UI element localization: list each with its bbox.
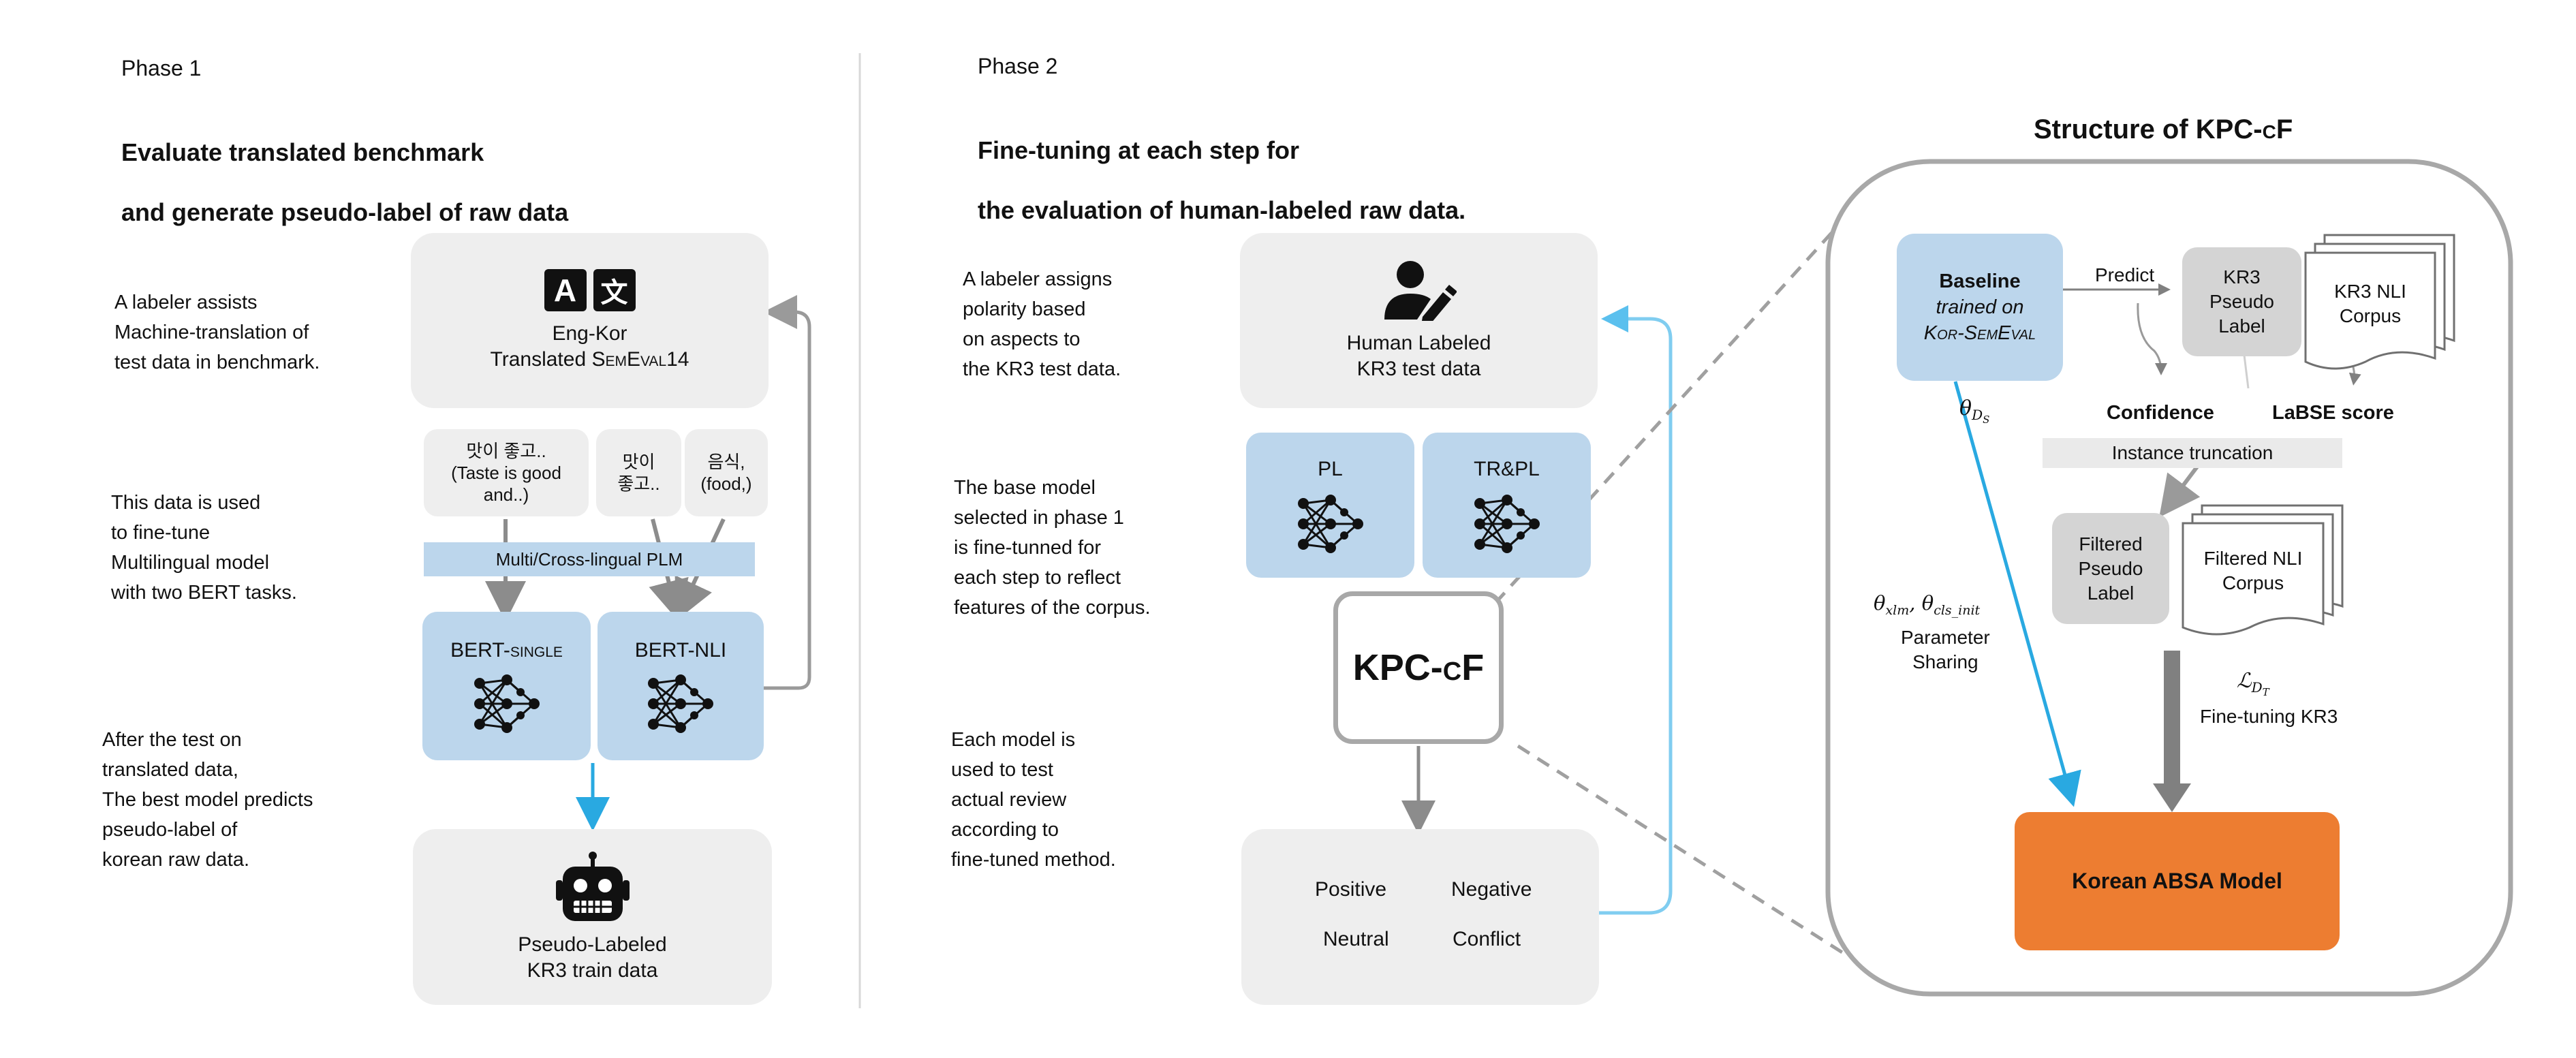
sample-3-text: 음식, (food,) — [700, 452, 752, 494]
sample-box-3: 음식, (food,) — [685, 429, 768, 516]
kpc-cf-label: KPC-cF — [1352, 647, 1485, 688]
arrow-results-loop — [1599, 305, 1673, 915]
phase1-heading-line1: Evaluate translated benchmark — [121, 138, 484, 166]
finetune-kr3-label: Fine-tuning KR3 — [2200, 706, 2338, 727]
pl-box: PL — [1246, 433, 1414, 578]
baseline-trained-on: trained on — [1936, 296, 2024, 318]
baseline-dataset: Kor-SemEval — [1923, 322, 2036, 344]
phase2-side-text-3: Each model is used to test actual review… — [951, 729, 1116, 871]
human-labeled-box: Human Labeled KR3 test data — [1240, 233, 1598, 408]
loss-label: ℒDT — [2237, 669, 2269, 698]
robot-icon — [555, 852, 630, 921]
theta-params-label: θxlm, θcls_init — [1874, 591, 1981, 618]
human-labeled-line1: Human Labeled — [1346, 331, 1491, 354]
korean-absa-model-box: Korean ABSA Model — [2015, 812, 2340, 950]
pseudo-labeled-line1: Pseudo-Labeled — [518, 933, 667, 956]
structure-title: Structure of KPC-cF — [2034, 114, 2293, 144]
bert-single-label: BERT-single — [450, 639, 563, 662]
translate-icon: A 文 — [544, 268, 636, 311]
baseline-box: Baseline trained on Kor-SemEval — [1897, 234, 2063, 381]
phase1-heading: Evaluate translated benchmark and genera… — [121, 108, 568, 258]
labse-label: LaBSE score — [2272, 402, 2394, 424]
kr3-nli-corpus: KR3 NLI Corpus — [2306, 253, 2435, 355]
pl-label: PL — [1318, 457, 1343, 480]
trpl-box: TR&PL — [1423, 433, 1591, 578]
arrow-parameter-sharing — [1953, 381, 2081, 807]
sample-box-2: 맛이 좋고.. — [596, 429, 681, 516]
filtered-pseudo-label-text: Filtered Pseudo Label — [2078, 533, 2143, 604]
phase2-side-text-1: A labeler assigns polarity based on aspe… — [963, 268, 1121, 380]
phase1-side-text-1: A labeler assists Machine-translation of… — [114, 292, 320, 373]
translation-line1: Eng-Kor — [552, 322, 627, 345]
phase2-label: Phase 2 — [978, 54, 1058, 78]
sample-2-text: 맛이 좋고.. — [617, 452, 660, 494]
neural-net-icon — [648, 674, 713, 733]
latin-a-glyph: A — [544, 268, 587, 311]
arrow-truncation-to-filtered — [2159, 465, 2201, 518]
phase2-heading: Fine-tuning at each step for the evaluat… — [978, 106, 1465, 255]
bert-single-box: BERT-single — [422, 612, 591, 760]
result-neutral: Neutral — [1323, 928, 1389, 950]
neural-net-icon — [474, 674, 540, 733]
phase1-label: Phase 1 — [121, 56, 202, 80]
parameter-sharing-label: Parameter Sharing — [1901, 627, 1990, 672]
plm-bar: Multi/Cross-lingual PLM — [424, 542, 755, 576]
result-conflict: Conflict — [1453, 928, 1521, 950]
neural-net-icon — [1297, 494, 1363, 553]
arrow-finetune-head — [2153, 783, 2191, 812]
filtered-nli-stack — [2182, 504, 2344, 636]
instance-truncation-bar: Instance truncation — [2043, 438, 2342, 468]
predict-label: Predict — [2095, 264, 2155, 285]
arrow-bert-loop — [763, 295, 811, 690]
translation-line2: Translated SemEval14 — [490, 347, 689, 371]
pseudo-labeled-box: Pseudo-Labeled KR3 train data — [413, 829, 772, 1005]
theta-ds-label: θDS — [1959, 396, 1990, 426]
result-negative: Negative — [1451, 878, 1532, 901]
filtered-pseudo-label-box: Filtered Pseudo Label — [2052, 513, 2169, 624]
confidence-label: Confidence — [2107, 402, 2214, 424]
nli-corpus-stack — [2304, 234, 2455, 370]
human-labeled-line2: KR3 test data — [1356, 357, 1481, 380]
kr3-pseudo-label-box: KR3 Pseudo Label — [2182, 247, 2301, 356]
phase2-side-text-2: The base model selected in phase 1 is fi… — [954, 477, 1151, 619]
pseudo-labeled-line2: KR3 train data — [527, 959, 658, 982]
bert-nli-box: BERT-NLI — [598, 612, 764, 760]
phase2-heading-line1: Fine-tuning at each step for — [978, 136, 1300, 164]
neural-net-icon — [1474, 494, 1540, 553]
kr3-nli-corpus-text: KR3 NLI Corpus — [2334, 281, 2406, 326]
zoom-line-upper — [1494, 215, 1848, 604]
filtered-nli-corpus: Filtered NLI Corpus — [2183, 523, 2323, 619]
results-box: Positive Negative Neutral Conflict — [1241, 829, 1599, 1005]
translation-box: A 文 Eng-Kor Translated SemEval14 — [411, 233, 769, 408]
cjk-glyph: 文 — [593, 268, 636, 311]
result-positive: Positive — [1315, 878, 1387, 901]
phase1-heading-line2: and generate pseudo-label of raw data — [121, 198, 569, 226]
person-edit-icon — [1384, 260, 1457, 321]
plm-bar-label: Multi/Cross-lingual PLM — [495, 548, 683, 570]
kr3-pseudo-label-text: KR3 Pseudo Label — [2209, 266, 2274, 337]
arrow-to-confidence — [2137, 302, 2167, 375]
phase1-side-text-2: This data is used to fine-tune Multiling… — [111, 492, 297, 604]
baseline-label: Baseline — [1939, 270, 2021, 292]
zoom-line-lower — [1517, 744, 1851, 959]
sample-1-text: 맛이 좋고.. (Taste is good and..) — [451, 441, 561, 505]
sample-box-1: 맛이 좋고.. (Taste is good and..) — [424, 429, 589, 516]
phase2-heading-line2: the evaluation of human-labeled raw data… — [978, 196, 1466, 224]
korean-absa-model-label: Korean ABSA Model — [2072, 869, 2282, 893]
bert-nli-label: BERT-NLI — [634, 639, 727, 662]
kpc-cf-box: KPC-cF — [1333, 591, 1504, 744]
instance-truncation-label: Instance truncation — [2111, 442, 2274, 463]
phase1-side-text-3: After the test on translated data, The b… — [102, 729, 313, 871]
filtered-nli-corpus-text: Filtered NLI Corpus — [2203, 548, 2303, 593]
trpl-label: TR&PL — [1474, 457, 1540, 480]
